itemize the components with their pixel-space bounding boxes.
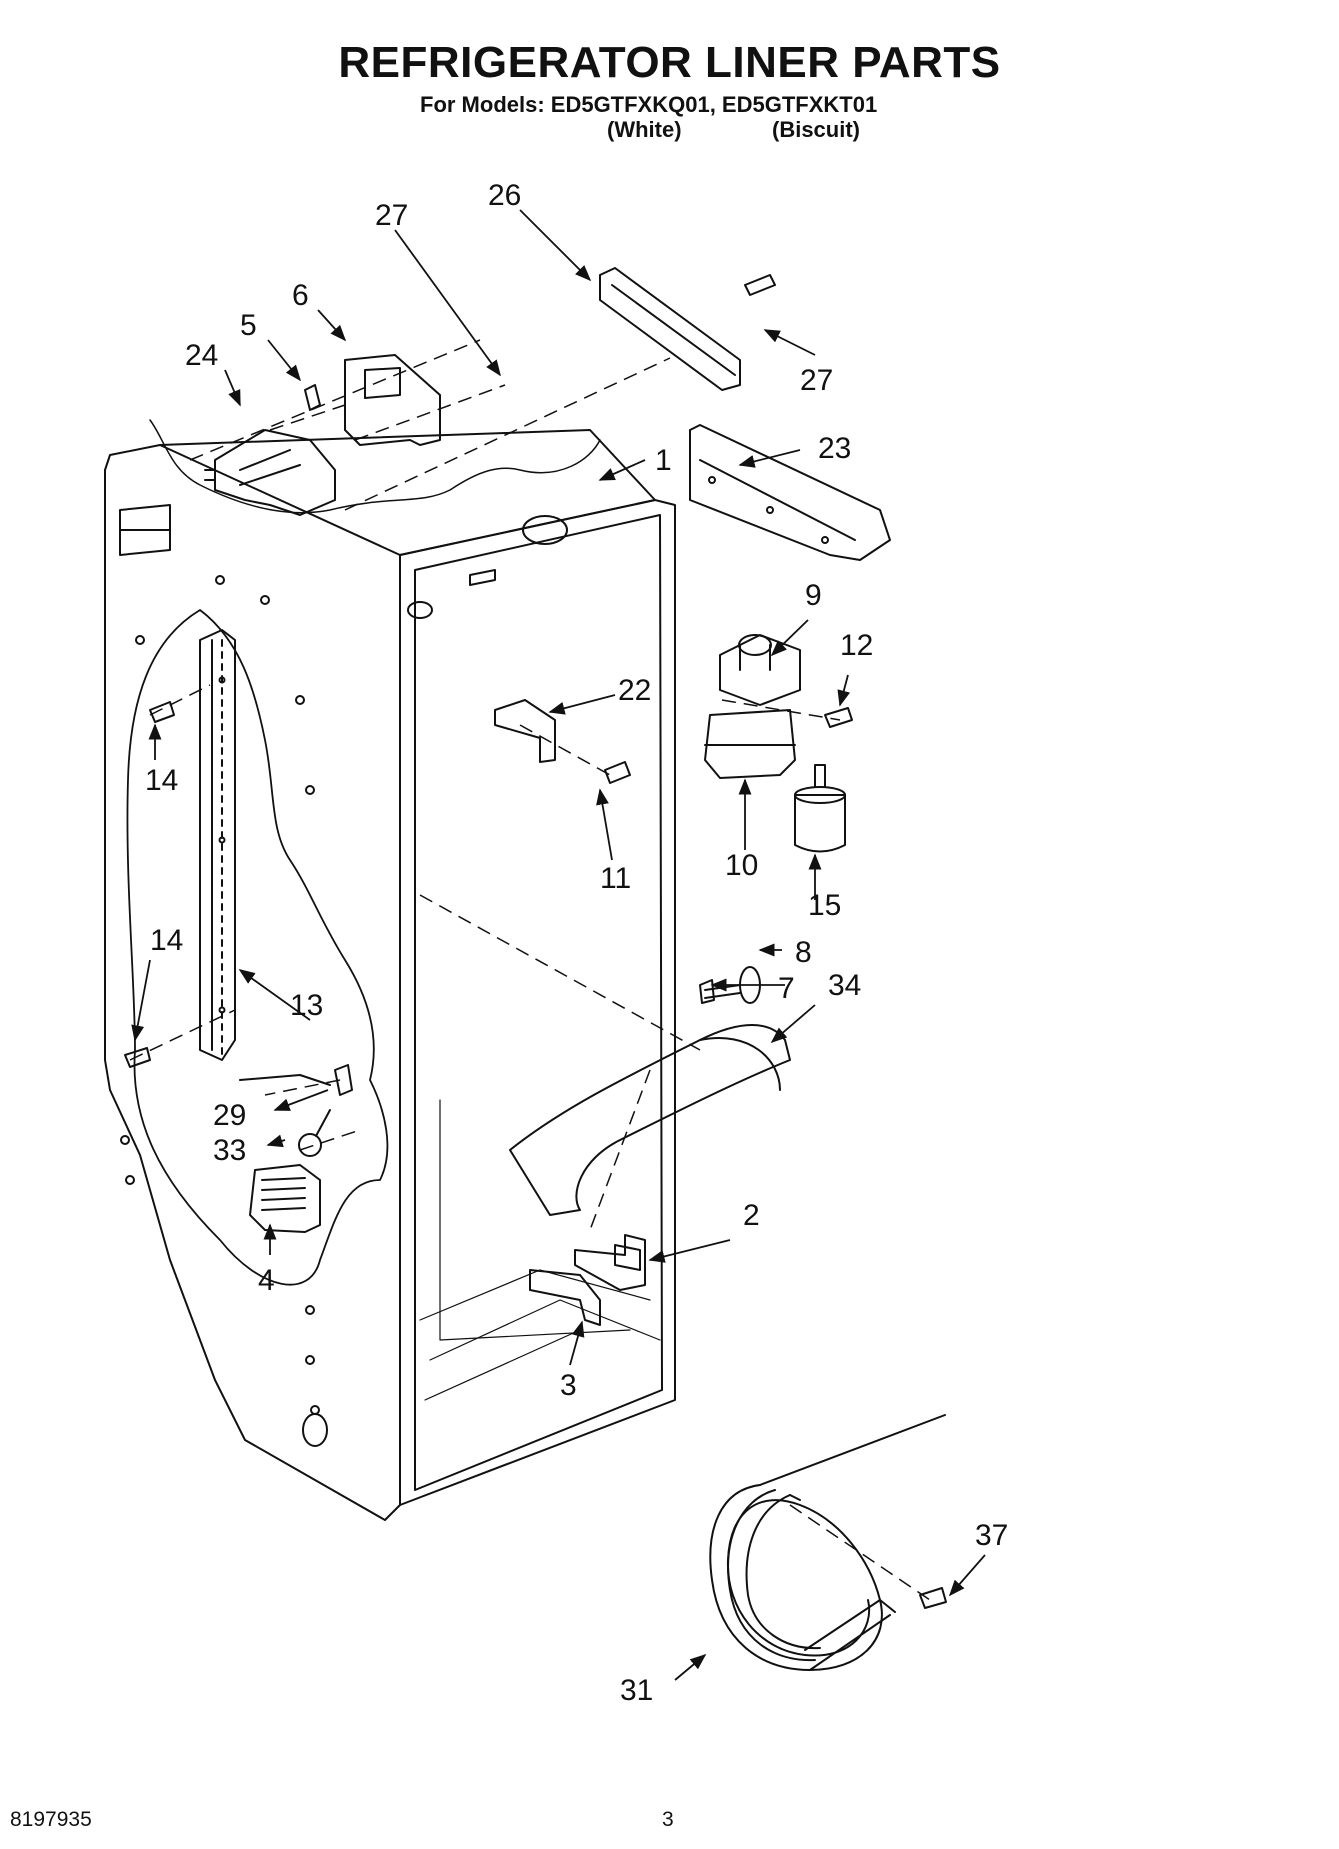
control-bracket: [344, 354, 441, 446]
callout-33: 33: [213, 1134, 246, 1167]
callout-29: 29: [213, 1099, 246, 1132]
callout-8: 8: [795, 936, 812, 969]
callout-14-lower: 14: [150, 924, 183, 957]
thermostat: [719, 634, 801, 706]
callout-37: 37: [975, 1519, 1008, 1552]
bracket-22: [494, 699, 556, 763]
liner-front-flange: [414, 514, 663, 1491]
page-title: REFRIGERATOR LINER PARTS: [338, 38, 1001, 87]
callout-2: 2: [743, 1199, 760, 1232]
callout-31: 31: [620, 1674, 653, 1707]
callout-26: 26: [488, 179, 521, 212]
document-number: 8197935: [10, 1808, 92, 1831]
thermostat-housing: [704, 709, 796, 779]
color-white-label: (White): [607, 117, 682, 142]
callout-34: 34: [828, 969, 861, 1002]
callout-22: 22: [618, 674, 651, 707]
top-trim: [599, 267, 741, 391]
liner-front-frame: [399, 499, 676, 1506]
callout-4: 4: [258, 1264, 275, 1297]
page-number: 3: [662, 1808, 674, 1831]
callout-3: 3: [560, 1369, 577, 1402]
callout-12: 12: [840, 629, 873, 662]
callout-15: 15: [808, 889, 841, 922]
callout-5: 5: [240, 309, 257, 342]
control-knob: [794, 794, 846, 853]
callout-6: 6: [292, 279, 309, 312]
callout-1: 1: [655, 444, 672, 477]
callout-27-top: 27: [375, 199, 408, 232]
callout-13: 13: [290, 989, 323, 1022]
lamp-cover: [249, 1164, 321, 1233]
models-line: For Models: ED5GTFXKQ01, ED5GTFXKT01: [420, 92, 878, 117]
callout-27-right: 27: [800, 364, 833, 397]
callout-9: 9: [805, 579, 822, 612]
control-housing: [214, 429, 336, 516]
callout-7: 7: [778, 972, 795, 1005]
bracket-3: [529, 1269, 601, 1326]
shelf-bracket: [689, 424, 891, 561]
callout-14-upper: 14: [145, 764, 178, 797]
color-biscuit-label: (Biscuit): [772, 117, 860, 142]
water-tubing: [709, 1484, 883, 1671]
bracket-2: [574, 1234, 646, 1291]
callout-10: 10: [725, 849, 758, 882]
liner-back-panel: [104, 444, 401, 1521]
shelf-cover: [509, 1024, 791, 1216]
callout-11: 11: [600, 862, 631, 895]
callout-24: 24: [185, 339, 218, 372]
callout-23: 23: [818, 432, 851, 465]
vertical-rail: [199, 629, 236, 1061]
cutaway-outline: [126, 609, 389, 1286]
